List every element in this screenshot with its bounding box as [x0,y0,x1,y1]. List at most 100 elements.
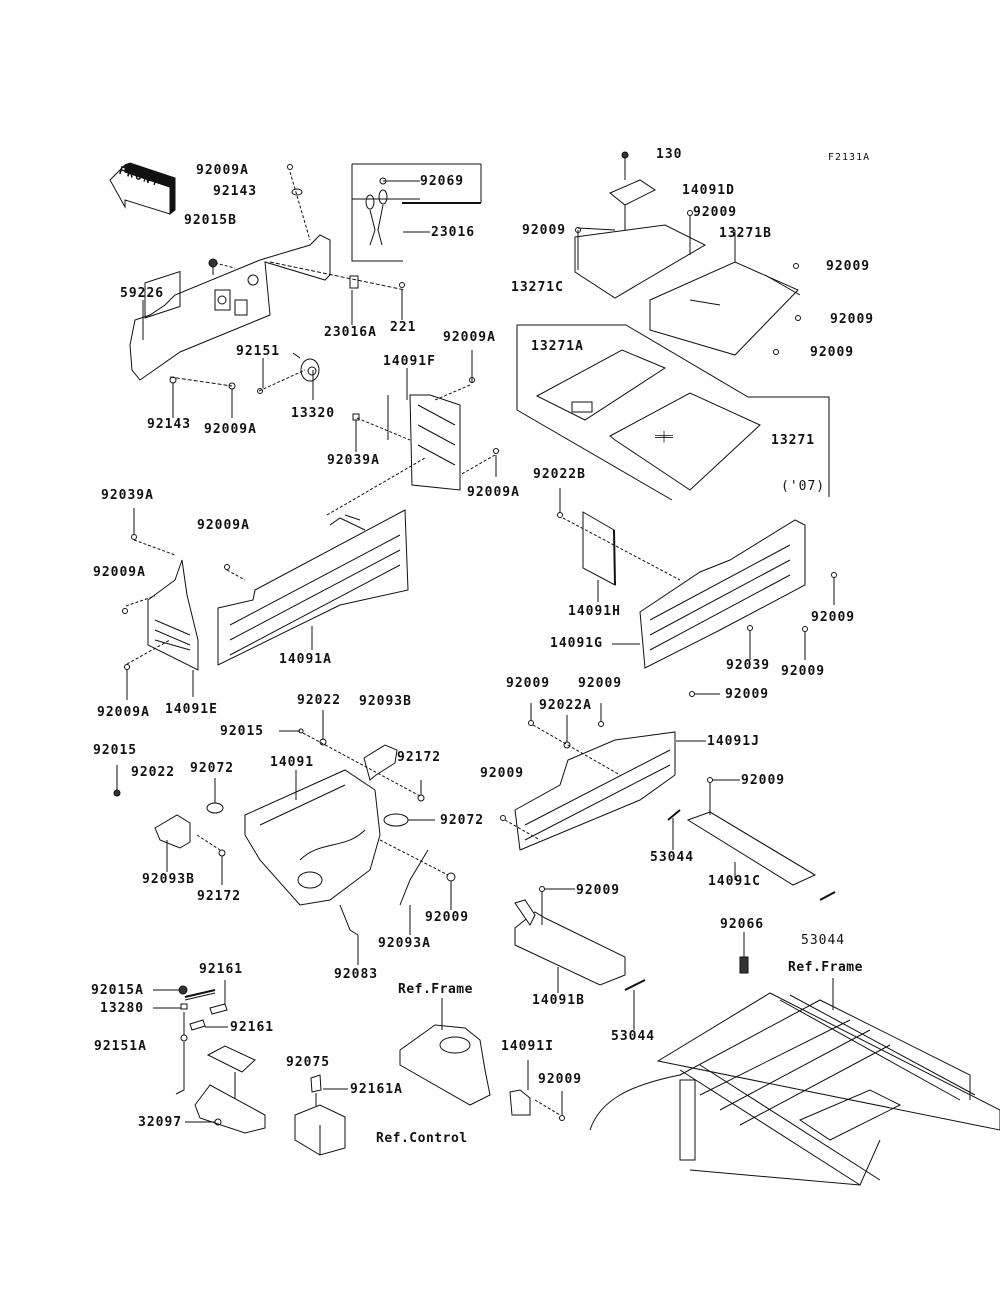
callout-13271B: 13271B [719,226,772,241]
callout-92151: 92151 [236,344,281,359]
callout-92066: 92066 [720,917,765,932]
floor-13271A [537,350,665,420]
battery-cover [208,1046,255,1072]
callout-92161A: 92161A [350,1082,403,1097]
callout-92009A: 92009A [196,163,249,178]
callout-92009A-left2: 92009A [93,565,146,580]
battery-tray-32097 [195,1085,265,1133]
callout-92022: 92022 [297,693,342,708]
callout-92015B: 92015B [184,213,237,228]
callout-13271: 13271 [771,433,816,448]
frame-front-ref [400,1025,490,1105]
callout-92009A-lower: 92009A [204,422,257,437]
front-arrow-icon [110,163,175,214]
rod-92083 [340,905,358,935]
callout-13320: 13320 [291,406,336,421]
clip-92066 [740,957,748,973]
callout-92093B: 92093B [359,694,412,709]
nut-92015B [209,259,217,267]
floor-13271: ═╪═ [610,393,760,490]
callout-92022A: 92022A [539,698,592,713]
panel-14091E [148,560,198,670]
callout-92009-a: 92009 [693,205,738,220]
bolt-92009A [288,165,293,170]
figure-id: F2131A [828,152,871,163]
callout-92069: 92069 [420,174,465,189]
panel-14091G [640,520,805,668]
ref-frame-label-left: Ref.Frame [398,982,473,997]
washer-92143 [292,189,302,195]
callout-13271C: 13271C [511,280,564,295]
callout-92009-m: 92009 [741,773,786,788]
callout-92009-g: 92009 [781,664,826,679]
callout-92022-left: 92022 [131,765,176,780]
callout-53044-b: 53044 [611,1029,656,1044]
horn-13320 [301,359,319,381]
floor-13271B [650,230,800,355]
callout-92039A-left: 92039A [101,488,154,503]
tray-14091 [245,770,380,905]
callout-32097: 32097 [138,1115,183,1130]
callout-53044-a: 53044 [650,850,695,865]
ref-control-label: Ref.Control [376,1131,468,1146]
rod-92093A [400,850,428,905]
callout-92161-mid: 92161 [230,1020,275,1035]
callout-92039: 92039 [726,658,771,673]
callout-59226: 59226 [120,286,165,301]
callout-92015-left: 92015 [93,743,138,758]
callout-92009-i: 92009 [425,910,470,925]
callout-92009-o: 92009 [538,1072,583,1087]
callout-92072-right: 92072 [440,813,485,828]
callout-92143: 92143 [213,184,258,199]
callout-92009-b: 92009 [522,223,567,238]
callout-92015: 92015 [220,724,265,739]
callout-92009A-left1: 92009A [197,518,250,533]
callout-92009A-14091F: 92009A [443,330,496,345]
callout-130: 130 [656,147,683,162]
panel-14091J [515,732,675,850]
callout-13271A: 13271A [531,339,584,354]
svg-text:═╪═: ═╪═ [654,430,674,443]
ref-frame-label-right: Ref.Frame [788,960,863,975]
callout-14091D: 14091D [682,183,735,198]
callout-92009-j: 92009 [506,676,551,691]
callout-92093A: 92093A [378,936,431,951]
callout-13280: 13280 [100,1001,145,1016]
callout-14091: 14091 [270,755,315,770]
callout-23016A: 23016A [324,325,377,340]
callout-92093B-lower: 92093B [142,872,195,887]
callout-14091I: 14091I [501,1039,554,1054]
callout-92009-h: 92009 [725,687,770,702]
callout-92009-c: 92009 [826,259,871,274]
callout-14091E: 14091E [165,702,218,717]
callout-92039A: 92039A [327,453,380,468]
panel-14091F [357,368,495,490]
dash-panel-59226 [130,172,405,386]
callout-221: 221 [390,320,417,335]
panel-14091H [583,512,615,585]
callout-92151A: 92151A [94,1039,147,1054]
floor-13271C [575,215,705,298]
relay-box-92075 [295,1105,345,1155]
bracket-92093B [155,745,397,848]
callout-92075: 92075 [286,1055,331,1070]
callout-14091A: 14091A [279,652,332,667]
callout-14091J: 14091J [707,734,760,749]
model-year-note: ('07) [781,479,826,494]
callout-92009-f: 92009 [811,610,856,625]
callout-14091F: 14091F [383,354,436,369]
callout-92009A-left3: 92009A [97,705,150,720]
bracket-14091I [510,1090,530,1115]
frame-assembly [590,993,1000,1185]
callout-92143-lower: 92143 [147,417,192,432]
callout-92172-lower: 92172 [197,889,242,904]
callout-14091G: 14091G [550,636,603,651]
callout-14091B: 14091B [532,993,585,1008]
callout-92009-k: 92009 [578,676,623,691]
callout-92009-d: 92009 [830,312,875,327]
callout-92161: 92161 [199,962,244,977]
model-year-bracket [517,325,829,500]
callout-92083: 92083 [334,967,379,982]
callout-23016: 23016 [431,225,476,240]
